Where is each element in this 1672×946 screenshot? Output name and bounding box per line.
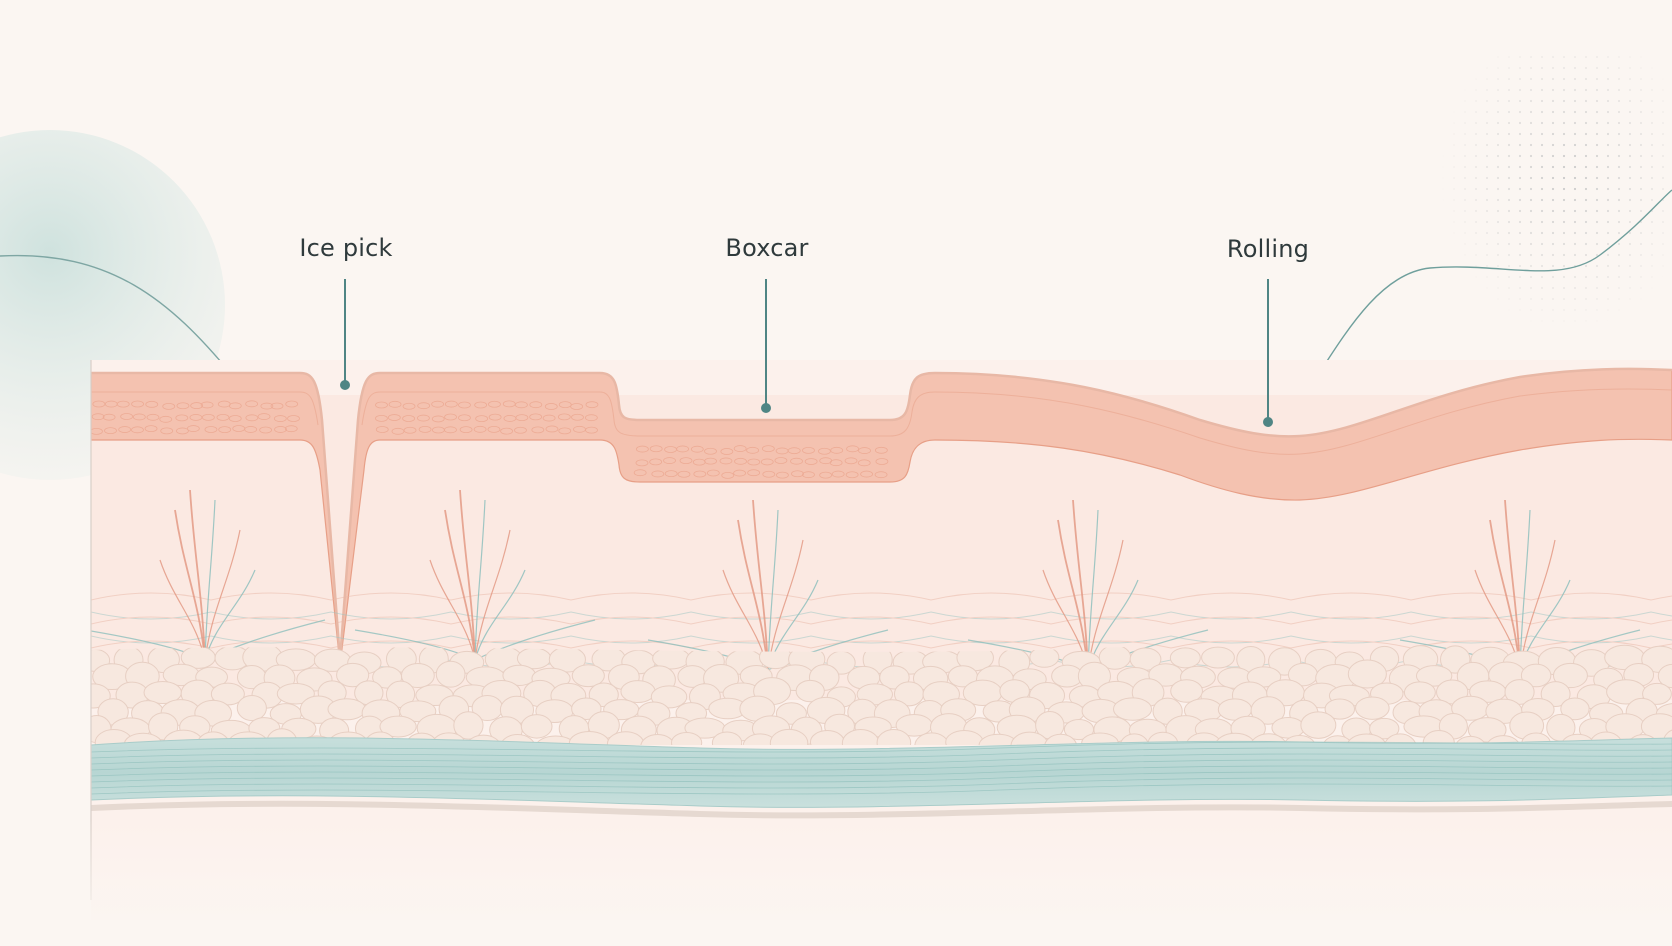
fascia-fibers — [91, 741, 1672, 795]
callout-dot-boxcar — [761, 403, 771, 413]
callout-boxcar — [761, 279, 771, 413]
blood-vessels — [91, 489, 1641, 671]
epidermal-cells — [91, 400, 889, 479]
decor-dot-grid — [1440, 50, 1672, 330]
label-rolling: Rolling — [1226, 235, 1310, 263]
subcutaneous-fat — [91, 642, 1672, 745]
label-ice-pick: Ice pick — [299, 234, 393, 262]
callout-dot-rolling — [1263, 417, 1273, 427]
label-boxcar: Boxcar — [725, 234, 809, 262]
callout-ice-pick — [340, 279, 350, 390]
callout-dot-ice-pick — [340, 380, 350, 390]
decor-curve-right — [1269, 189, 1672, 441]
callout-rolling — [1263, 279, 1273, 427]
skin-surface — [91, 367, 1672, 661]
decor-curve-left — [0, 254, 233, 376]
